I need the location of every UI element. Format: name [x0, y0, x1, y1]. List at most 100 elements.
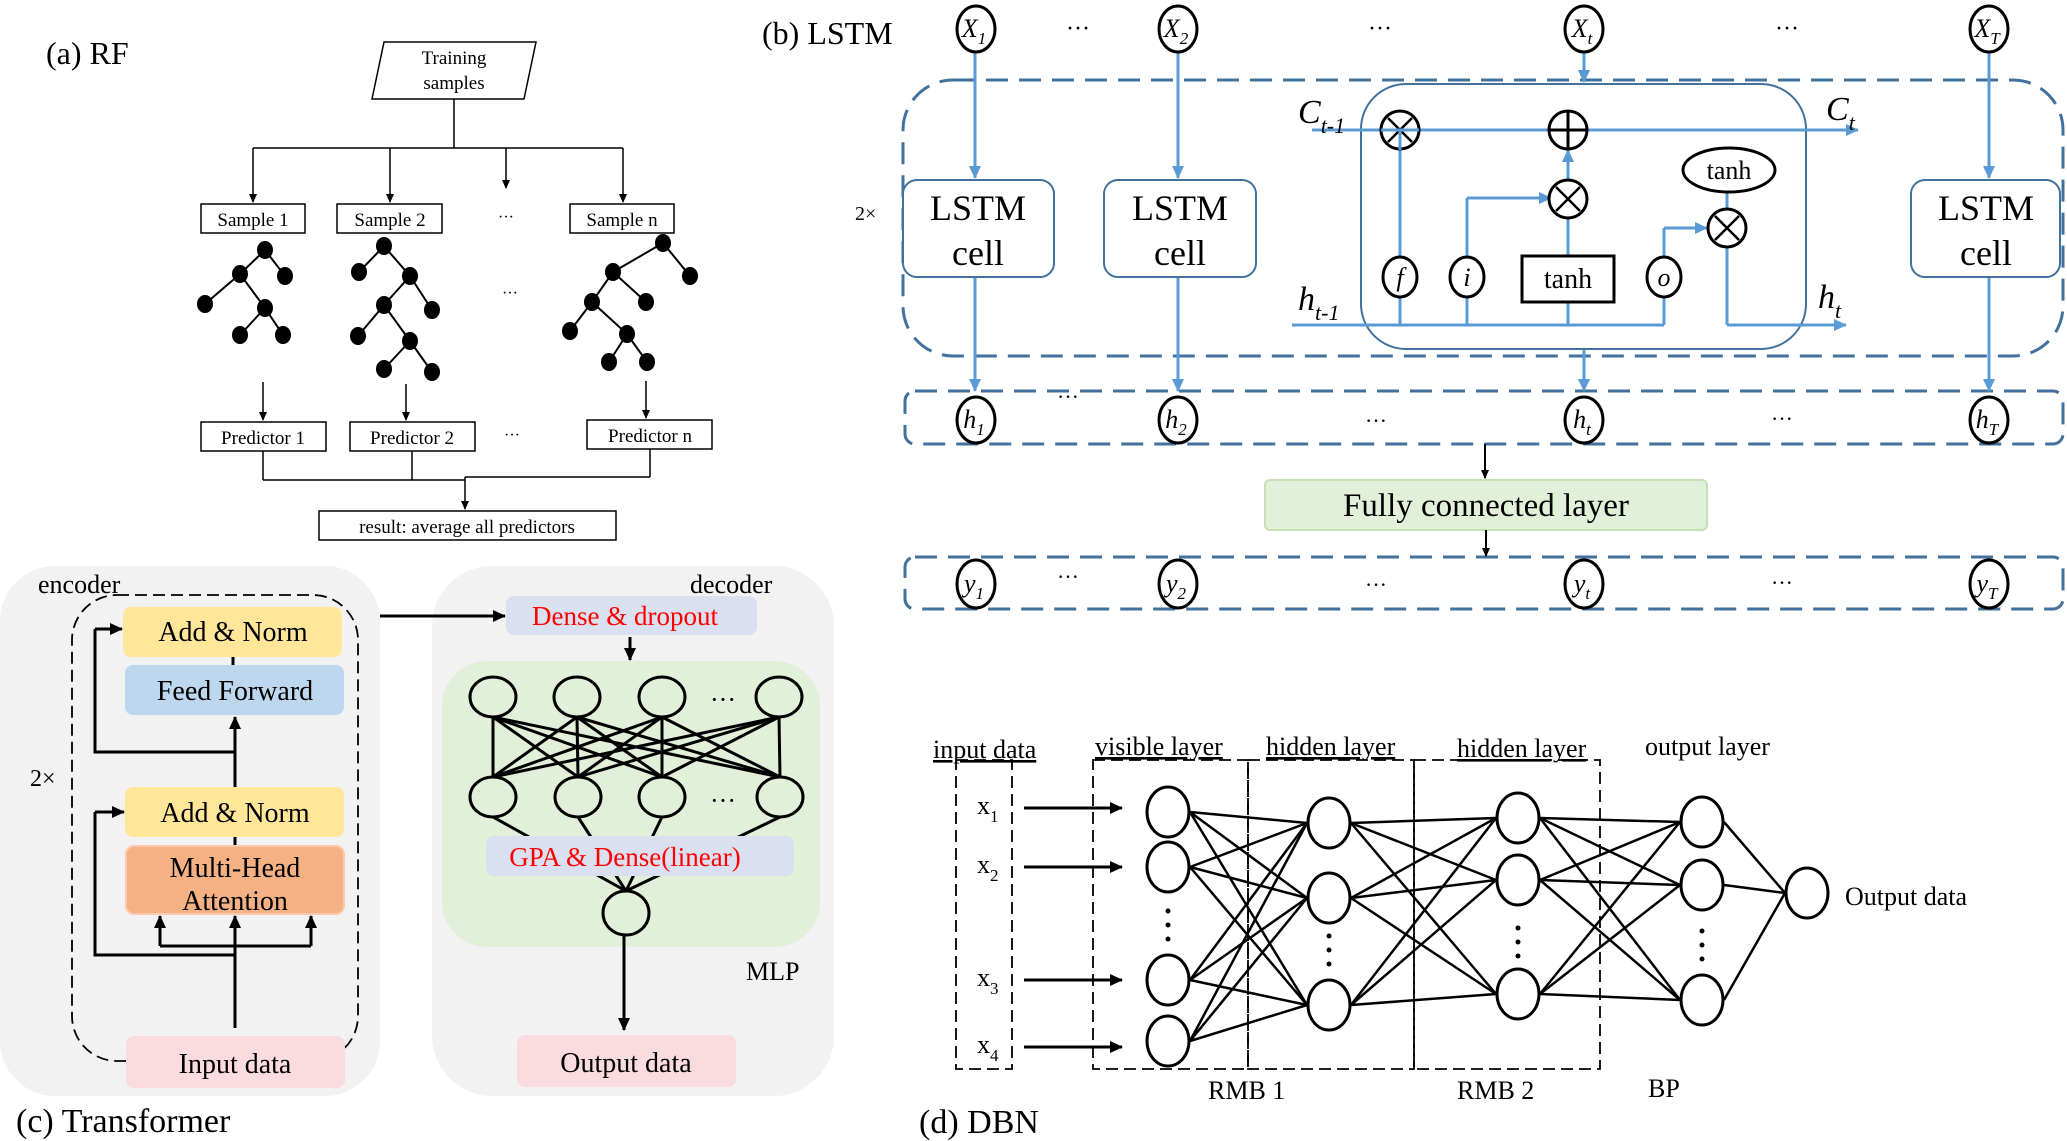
- input-label: X2: [1163, 14, 1189, 48]
- tree-node: [277, 267, 293, 285]
- dbn-input-2: x2: [977, 850, 1123, 885]
- dbn-ellipsis-dot: [1165, 936, 1171, 942]
- dbn-neuron-layer-3: [1679, 795, 1725, 849]
- output-1: y1: [955, 558, 997, 610]
- predictors-ellipsis: ···: [504, 427, 520, 444]
- dbn-edge: [1350, 878, 1497, 900]
- mlp-network: ······: [468, 675, 805, 937]
- transformer-panel-label: (c) Transformer: [16, 1103, 231, 1140]
- mlp-neuron: [755, 775, 805, 819]
- decision-tree-1: [197, 241, 293, 344]
- mlp-edge: [577, 715, 663, 779]
- tree-node: [351, 263, 367, 281]
- dbn-neuron-layer-0: [1145, 840, 1191, 894]
- output-label: y1: [961, 569, 984, 603]
- lstm-cell-T: [1910, 179, 2061, 278]
- tree-node: [257, 299, 273, 317]
- predictor-2-box: [349, 421, 476, 452]
- dbn-edge: [1188, 811, 1309, 1006]
- output-circle: [955, 558, 997, 610]
- predictor-merge-connectors: [262, 449, 651, 510]
- dbn-ellipsis-dot: [1699, 942, 1705, 948]
- lstm-cell-1: [902, 179, 1055, 278]
- input-gate-label: i: [1463, 263, 1470, 292]
- lstm-cell-detail: tanh f i tanh o Ct-1 Ct ht-1 ht: [1292, 83, 1859, 350]
- output-circle: [1563, 558, 1605, 610]
- multiply-icon: [1714, 215, 1740, 241]
- training-samples-line-2: samples: [423, 73, 484, 94]
- predictor-n-box: [586, 419, 713, 450]
- add-norm-2-label: Add & Norm: [160, 798, 310, 829]
- hidden-1: h1: [955, 395, 997, 445]
- plus-icon: [1550, 112, 1586, 148]
- multiply-icon: [1555, 186, 1581, 212]
- tree-node: [275, 326, 291, 344]
- dbn-output-neuron: [1784, 866, 1830, 920]
- tree-node: [655, 234, 671, 252]
- add-norm-2-block: [125, 787, 344, 837]
- dbn-neuron-layer-2: [1495, 791, 1541, 845]
- mlp-edge: [777, 716, 782, 778]
- result-box: [318, 510, 617, 541]
- tree-node: [682, 267, 698, 285]
- dbn-neuron-layer-2: [1495, 853, 1541, 907]
- mlp-neuron: [468, 775, 518, 819]
- dbn-edge: [1189, 1003, 1308, 1043]
- encoder-label: encoder: [38, 570, 121, 599]
- lstm-cell-T-line-1: LSTM: [1938, 188, 2034, 228]
- mlp-neuron: [552, 675, 602, 719]
- sample-n-label: Sample n: [586, 210, 658, 231]
- dbn-group-rmb1: RMB 1: [1208, 1076, 1285, 1105]
- dbn-neuron-layer-0: [1145, 1014, 1191, 1068]
- input-data-block: [126, 1036, 345, 1088]
- lstm-cell-2-line-1: LSTM: [1132, 188, 1228, 228]
- tree-node: [605, 263, 621, 281]
- tanh-candidate-box: [1520, 254, 1616, 304]
- output-label: yt: [1571, 569, 1592, 603]
- dbn-header-output: output layer: [1645, 732, 1770, 761]
- dbn-edge: [1350, 816, 1497, 900]
- dbn-edge: [1189, 897, 1308, 1042]
- lstm-repeat-label: 2×: [855, 203, 876, 225]
- predictor-n-label: Predictor n: [608, 426, 692, 447]
- mha-label-line-1: Multi-Head: [170, 853, 301, 884]
- tanh-box-label: tanh: [1544, 264, 1592, 295]
- mlp-ellipsis: ···: [710, 786, 736, 815]
- tree-node: [638, 293, 654, 311]
- dbn-edge: [1350, 821, 1497, 882]
- training-samples-node: [371, 41, 537, 100]
- dbn-panel-label: (d) DBN: [919, 1104, 1039, 1141]
- h-prev-label: ht-1: [1298, 281, 1339, 325]
- c-prev-label: Ct-1: [1298, 94, 1345, 138]
- tree-node: [601, 353, 617, 371]
- tree-node: [562, 322, 578, 340]
- sample-2-label: Sample 2: [354, 210, 425, 231]
- tree-node: [402, 267, 418, 285]
- mlp-edge: [661, 715, 780, 779]
- output-2: y2: [1157, 558, 1199, 610]
- predictor-1-box: [200, 421, 327, 452]
- tanh-ellipse-label: tanh: [1707, 156, 1752, 185]
- dbn-edge: [1539, 884, 1681, 995]
- fully-connected-layer-label: Fully connected layer: [1343, 488, 1629, 524]
- inputs-ellipsis-2: ···: [1368, 16, 1392, 42]
- dbn-group-rmb2: RMB 2: [1457, 1076, 1534, 1105]
- dbn-neuron-layer-0: [1145, 953, 1191, 1007]
- dbn-neuron-layer-1: [1306, 978, 1352, 1032]
- predictor-1-label: Predictor 1: [221, 428, 305, 449]
- dbn-edge: [1539, 821, 1681, 995]
- lstm-cell-T-line-2: cell: [1960, 233, 2012, 273]
- dense-dropout-block: [506, 596, 757, 635]
- input-circle: [1157, 4, 1199, 54]
- mlp-neuron: [468, 675, 518, 719]
- hidden-ellipsis-2: ···: [1365, 408, 1387, 433]
- mlp-output-neuron: [601, 889, 651, 937]
- dbn-edge: [1350, 822, 1497, 995]
- mlp-edge: [492, 715, 663, 779]
- outputs-ellipsis-2: ···: [1365, 572, 1387, 597]
- dbn-edge: [1189, 865, 1308, 900]
- dbn-input-label: x1: [977, 791, 999, 826]
- dbn-edge: [1722, 892, 1787, 1001]
- dbn-header-hidden-2: hidden layer: [1457, 734, 1587, 763]
- dbn-input-3: x3: [977, 963, 1123, 998]
